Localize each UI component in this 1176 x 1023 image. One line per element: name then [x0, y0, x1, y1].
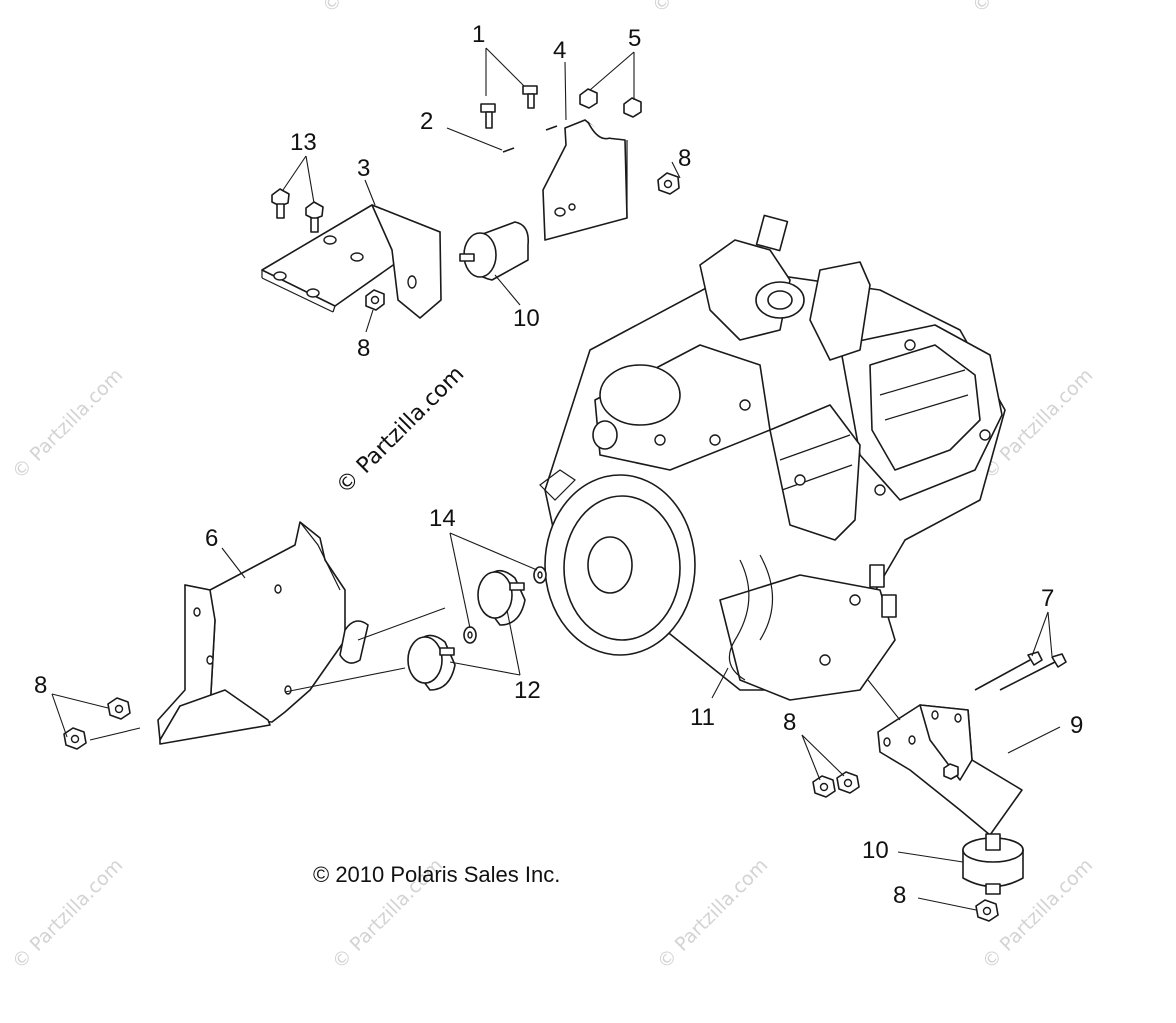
part-4-plate	[542, 119, 628, 241]
part-8-nut	[107, 697, 131, 720]
part-8-nut	[812, 775, 836, 798]
callout-4: 4	[553, 37, 566, 64]
callout-3: 3	[357, 155, 370, 182]
part-9-bracket	[877, 704, 1023, 836]
watermark: © Partzilla.com	[8, 364, 127, 483]
callout-9: 9	[1070, 712, 1083, 739]
watermark-center: © Partzilla.com	[332, 362, 470, 500]
part-3-bracket	[261, 204, 442, 319]
callout-8: 8	[893, 882, 906, 909]
part-8-nut	[657, 172, 680, 195]
callout-6: 6	[205, 525, 218, 552]
part-6-bracket	[157, 521, 369, 745]
callout-12: 12	[514, 677, 541, 704]
part-2-pins	[502, 125, 558, 153]
part-7-bolts	[974, 651, 1067, 691]
callout-2: 2	[420, 108, 433, 135]
callout-7: 7	[1041, 585, 1054, 612]
part-13-bolts	[271, 188, 324, 233]
part-14-washer	[463, 566, 547, 644]
callout-5: 5	[628, 25, 641, 52]
callout-8: 8	[678, 145, 691, 172]
part-1-screws	[480, 85, 538, 129]
part-8-nut	[975, 899, 999, 922]
callout-8: 8	[783, 709, 796, 736]
part-10-mount	[962, 833, 1024, 895]
part-12-mount	[477, 569, 526, 626]
part-8-nut	[63, 727, 87, 750]
leader-lines	[51, 47, 1061, 911]
part-10-mount	[459, 221, 530, 281]
callout-1: 1	[472, 21, 485, 48]
callout-13: 13	[290, 129, 317, 156]
part-5-nuts	[579, 88, 642, 118]
callout-8: 8	[34, 672, 47, 699]
copyright-text: © 2010 Polaris Sales Inc.	[313, 862, 560, 887]
part-8-nut	[365, 289, 385, 311]
callout-14: 14	[429, 505, 456, 532]
watermark: © Partzilla.com	[648, 0, 767, 18]
engine-assembly	[539, 214, 1006, 701]
watermark: © Partzilla.com	[653, 854, 772, 973]
callout-labels: 1 2 3 4 5 8 13 8 10 6 14 12 8 11 7 9 8 1…	[34, 21, 1083, 909]
callout-11: 11	[690, 704, 715, 731]
watermark: © Partzilla.com	[318, 0, 437, 18]
part-12-mount	[407, 634, 456, 691]
callout-10: 10	[862, 837, 889, 864]
watermark: © Partzilla.com	[968, 0, 1087, 18]
callout-10: 10	[513, 305, 540, 332]
part-8-nut	[836, 771, 860, 794]
watermark: © Partzilla.com	[8, 854, 127, 973]
callout-8: 8	[357, 335, 370, 362]
